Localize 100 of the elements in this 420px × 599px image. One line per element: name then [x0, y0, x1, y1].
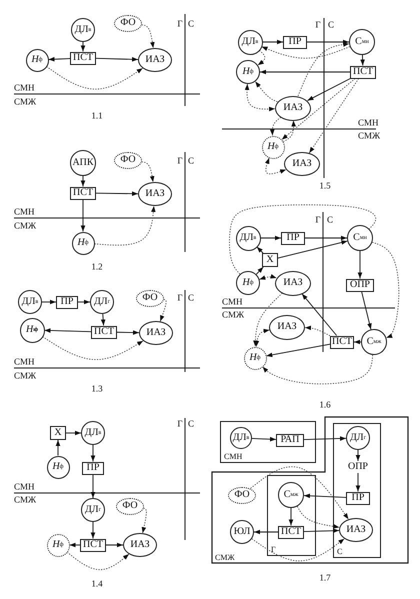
arrow: [100, 314, 106, 326]
zone-label: СМН: [14, 358, 35, 366]
region-label: Г: [271, 546, 276, 554]
quadrant-label: Г: [177, 156, 183, 166]
arrow: [358, 250, 362, 279]
process-box: ПСТ: [278, 526, 304, 538]
arrow: [262, 40, 284, 44]
region-frame: [220, 421, 316, 463]
arrow: [69, 542, 80, 548]
process-box: ПСТ: [70, 52, 96, 64]
quadrant-label: С: [188, 156, 194, 166]
ellipse-node: ФО: [228, 486, 256, 504]
region-label: СМН: [224, 453, 242, 461]
process-box: ОПР: [346, 278, 374, 292]
dotted-arrow: [372, 242, 400, 338]
arrow: [304, 528, 340, 533]
figure-caption: 1.4: [91, 580, 103, 588]
arrow: [356, 472, 360, 492]
arrow: [256, 266, 264, 275]
arrow: [354, 340, 362, 344]
arrow: [80, 176, 86, 187]
region-label: С: [337, 548, 342, 556]
ellipse-node: ИАЗ: [275, 270, 311, 296]
arrow: [80, 42, 86, 52]
arrow: [307, 78, 351, 101]
dotted-arrow: [296, 506, 340, 529]
dotted-arrow: [141, 24, 155, 48]
ellipse-node: ИАЗ: [269, 314, 305, 340]
arrow: [304, 436, 346, 441]
process-box: ПР: [82, 462, 104, 474]
arrow: [260, 236, 282, 240]
dotted-arrow: [66, 552, 130, 570]
zone-label: СМЖ: [14, 496, 36, 504]
arrow: [278, 240, 348, 258]
ellipse-node: ФО: [114, 152, 142, 168]
zone-label: СМЖ: [358, 132, 380, 140]
dotted-arrow: [304, 326, 330, 336]
quadrant-label: Г: [315, 20, 321, 30]
ellipse-node: ФО: [116, 498, 144, 514]
arrow: [48, 56, 70, 62]
arrow: [90, 474, 96, 498]
dotted-arrow: [94, 206, 156, 246]
quadrant-label: Г: [177, 420, 183, 428]
ellipse-node: ИАЗ: [123, 533, 157, 557]
region-frame: [212, 417, 408, 563]
dotted-arrow: [257, 50, 266, 66]
dotted-arrow: [262, 354, 374, 384]
dotted-arrow: [251, 538, 345, 562]
process-box: ПР: [283, 36, 307, 48]
ellipse-node: ИАЗ: [139, 321, 173, 345]
ellipse-node: ИАЗ: [138, 48, 172, 72]
dotted-arrow: [298, 42, 350, 96]
dotted-double-arrow: [244, 84, 276, 112]
circle-node: АПК: [70, 150, 96, 176]
arrow: [304, 236, 348, 240]
ellipse-node: ФО: [136, 290, 164, 306]
dotted-arrow: [281, 78, 356, 140]
ellipse-node: ФО: [114, 14, 142, 32]
arrow: [252, 436, 276, 442]
arrow: [56, 440, 60, 456]
figure-caption: 1.3: [91, 384, 103, 394]
zone-label: СМН: [14, 482, 35, 492]
figure-caption: 1.5: [319, 182, 331, 190]
process-box: Х: [50, 426, 66, 440]
figure-caption: 1.7: [319, 574, 331, 582]
ellipse-node: ИАЗ: [339, 518, 373, 542]
arrow: [260, 70, 350, 74]
zone-label: СМН: [14, 84, 35, 92]
dotted-arrow: [46, 66, 144, 90]
zone-label: СМН: [222, 298, 243, 306]
quadrant-label: Г: [177, 294, 183, 302]
quadrant-label: С: [188, 420, 194, 428]
arrow: [256, 246, 264, 254]
zone-label: СМЖ: [14, 372, 36, 380]
dotted-connector-line: [229, 204, 376, 274]
zone-label: СМН: [14, 208, 35, 216]
arrow: [288, 508, 294, 526]
dotted-double-arrow: [254, 328, 270, 347]
arrow: [42, 300, 56, 304]
dotted-arrow: [253, 292, 283, 347]
quadrant-label: С: [188, 294, 194, 302]
quadrant-label: С: [188, 20, 194, 28]
zone-label: СМЖ: [222, 310, 244, 320]
dotted-arrow: [160, 299, 167, 322]
step-label: ОПР: [345, 461, 371, 473]
arrow: [80, 199, 86, 232]
quadrant-label: С: [327, 216, 333, 224]
ellipse-node: ИАЗ: [138, 182, 172, 206]
process-box: ПСТ: [91, 326, 117, 338]
region-frame: [267, 475, 316, 556]
arrow: [78, 300, 90, 304]
arrow: [254, 530, 278, 534]
arrow: [116, 330, 140, 335]
zone-label: СМЖ: [14, 98, 36, 106]
arrow: [90, 444, 96, 462]
dotted-arrow: [261, 46, 350, 59]
arrow: [356, 450, 360, 462]
arrow: [96, 57, 138, 62]
process-box: ПР: [56, 296, 78, 308]
region-label: СМЖ: [215, 554, 235, 562]
